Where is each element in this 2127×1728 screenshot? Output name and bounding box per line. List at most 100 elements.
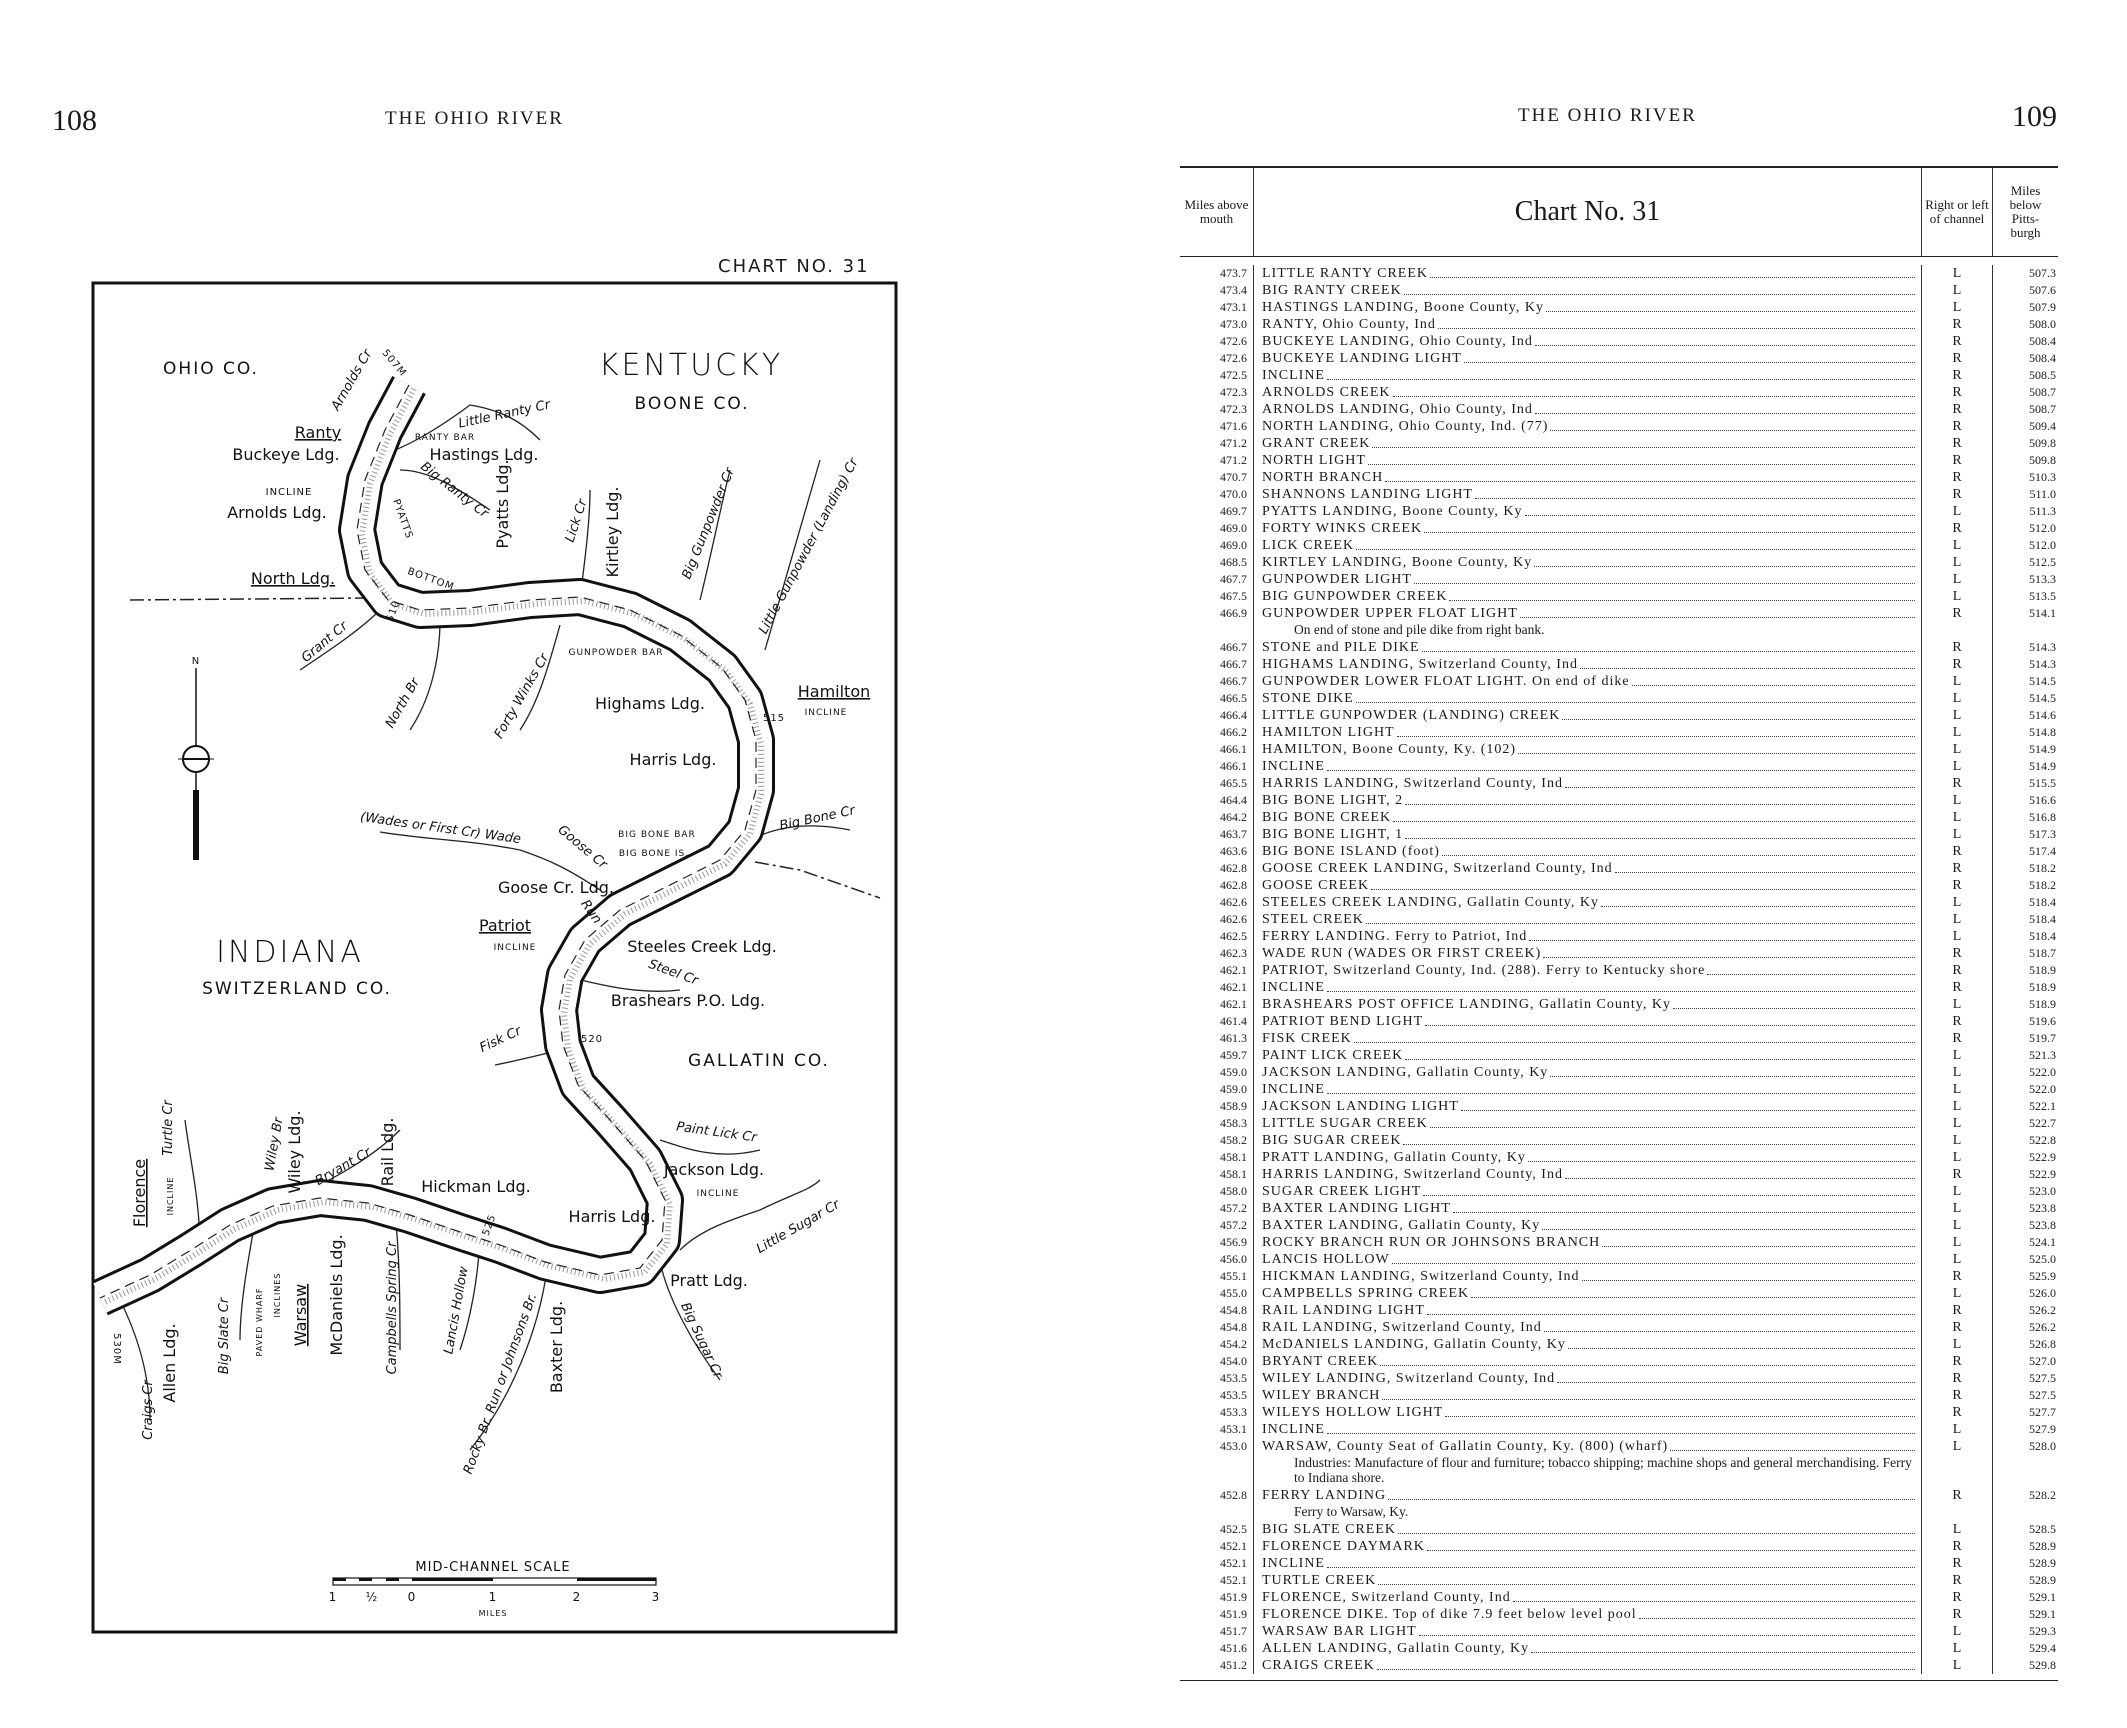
location-name: BIG RANTY CREEK (1262, 283, 1402, 298)
place-hickman-ldg: Hickman Ldg. (421, 1177, 530, 1196)
empty-cell (1922, 1455, 1993, 1487)
running-head-left: THE OHIO RIVER (385, 108, 564, 129)
location-cell: ROCKY BRANCH RUN OR JOHNSONS BRANCH (1254, 1234, 1922, 1251)
map-frame (91, 281, 898, 1634)
dot-leader (1452, 1200, 1915, 1213)
scale-unit: MILES (479, 1609, 508, 1618)
miles-above-mouth: 451.9 (1180, 1589, 1254, 1606)
miles-below-pittsburgh: 514.3 (2029, 657, 2056, 671)
miles-above-mouth: 455.1 (1180, 1268, 1254, 1285)
miles-below-pittsburgh: 518.4 (2029, 895, 2056, 909)
miles-below-pittsburgh: 529.1 (2029, 1590, 2056, 1604)
channel-side: R (1922, 418, 1993, 435)
miles-below-pittsburgh: 526.2 (2029, 1303, 2056, 1317)
state-indiana: INDIANA (216, 935, 364, 970)
channel-side: L (1922, 1115, 1993, 1132)
place-pratt-ldg: Pratt Ldg. (670, 1271, 748, 1290)
dot-leader (1638, 1606, 1915, 1619)
dot-leader (1425, 1013, 1915, 1026)
channel-side: R (1922, 316, 1993, 333)
miles-above-mouth: 466.9 (1180, 605, 1254, 622)
miles-above-mouth: 462.6 (1180, 911, 1254, 928)
table-row-note: Ferry to Warsaw, Ky. (1180, 1504, 2058, 1521)
dot-leader (1356, 537, 1915, 550)
miles-below-pittsburgh: 522.7 (2029, 1116, 2056, 1130)
place-paved-wharf: PAVED WHARF (255, 1287, 264, 1356)
location-name: BAXTER LANDING LIGHT (1262, 1201, 1451, 1216)
miles-above-mouth: 461.4 (1180, 1013, 1254, 1030)
channel-side: R (1922, 367, 1993, 384)
location-name: BRYANT CREEK (1262, 1354, 1379, 1369)
location-name: HAMILTON, Boone County, Ky. (102) (1262, 742, 1517, 757)
dot-leader (1534, 333, 1915, 346)
header-miles-below-pittsburgh: Miles below Pitts- burgh (2009, 183, 2042, 240)
miles-below-pittsburgh: 522.1 (2029, 1099, 2056, 1113)
location-name: FERRY LANDING (1262, 1488, 1387, 1503)
miles-above-mouth: 466.7 (1180, 656, 1254, 673)
miles-below-pittsburgh: 507.9 (2029, 300, 2056, 314)
location-name: STONE and PILE DIKE (1262, 640, 1420, 655)
channel-side: L (1922, 554, 1993, 571)
channel-side: L (1922, 741, 1993, 758)
miles-above-mouth: 462.8 (1180, 877, 1254, 894)
location-name: BAXTER LANDING, Gallatin County, Ky (1262, 1218, 1541, 1233)
miles-below-pittsburgh: 522.9 (2029, 1167, 2056, 1181)
channel-side: R (1922, 1487, 1993, 1504)
miles-above-mouth: 470.7 (1180, 469, 1254, 486)
location-cell: BIG BONE LIGHT, 1 (1254, 826, 1922, 843)
dot-leader (1437, 316, 1915, 329)
dot-leader (1614, 860, 1915, 873)
stream-little-gunpowder-cr: Little Gunpowder (Landing) Cr (756, 455, 862, 637)
channel-side: L (1922, 1217, 1993, 1234)
miles-above-mouth: 454.8 (1180, 1319, 1254, 1336)
miles-below-pittsburgh: 514.8 (2029, 725, 2056, 739)
miles-above-mouth: 471.2 (1180, 435, 1254, 452)
place-baxter-ldg: Baxter Ldg. (547, 1301, 566, 1393)
location-cell: LITTLE GUNPOWDER (LANDING) CREEK (1254, 707, 1922, 724)
channel-side: R (1922, 401, 1993, 418)
dot-leader (1562, 707, 1915, 720)
location-name: PATRIOT, Switzerland County, Ind. (288).… (1262, 963, 1706, 978)
location-name: GOOSE CREEK LANDING, Switzerland County,… (1262, 861, 1613, 876)
channel-side: L (1922, 299, 1993, 316)
place-incline: INCLINE (494, 943, 537, 953)
dot-leader (1550, 1064, 1915, 1077)
river-shoals (103, 387, 764, 1305)
location-cell: PYATTS LANDING, Boone County, Ky (1254, 503, 1922, 520)
location-cell: JACKSON LANDING LIGHT (1254, 1098, 1922, 1115)
dot-leader (1405, 1047, 1915, 1060)
scale-bar (332, 1577, 657, 1586)
location-cell: ALLEN LANDING, Gallatin County, Ky (1254, 1640, 1922, 1657)
place-pyatts-ldg: Pyatts Ldg. (493, 459, 512, 548)
channel-side: L (1922, 1421, 1993, 1438)
miles-above-mouth: 467.7 (1180, 571, 1254, 588)
location-cell: BIG BONE ISLAND (foot) (1254, 843, 1922, 860)
miles-above-mouth: 453.5 (1180, 1370, 1254, 1387)
miles-above-mouth: 451.9 (1180, 1606, 1254, 1623)
location-cell: FORTY WINKS CREEK (1254, 520, 1922, 537)
miles-below-pittsburgh: 528.9 (2029, 1573, 2056, 1587)
dot-leader (1391, 1251, 1915, 1264)
dot-leader (1426, 1302, 1915, 1315)
location-cell: BRYANT CREEK (1254, 1353, 1922, 1370)
location-note: On end of stone and pile dike from right… (1254, 622, 1922, 639)
miles-above-mouth: 465.5 (1180, 775, 1254, 792)
location-cell: BUCKEYE LANDING LIGHT (1254, 350, 1922, 367)
dot-leader (1327, 367, 1915, 380)
location-cell: WILEY LANDING, Switzerland County, Ind (1254, 1370, 1922, 1387)
miles-below-pittsburgh: 518.2 (2029, 861, 2056, 875)
channel-side: L (1922, 571, 1993, 588)
location-name: NORTH LANDING, Ohio County, Ind. (77) (1262, 419, 1549, 434)
miles-above-mouth: 458.3 (1180, 1115, 1254, 1132)
